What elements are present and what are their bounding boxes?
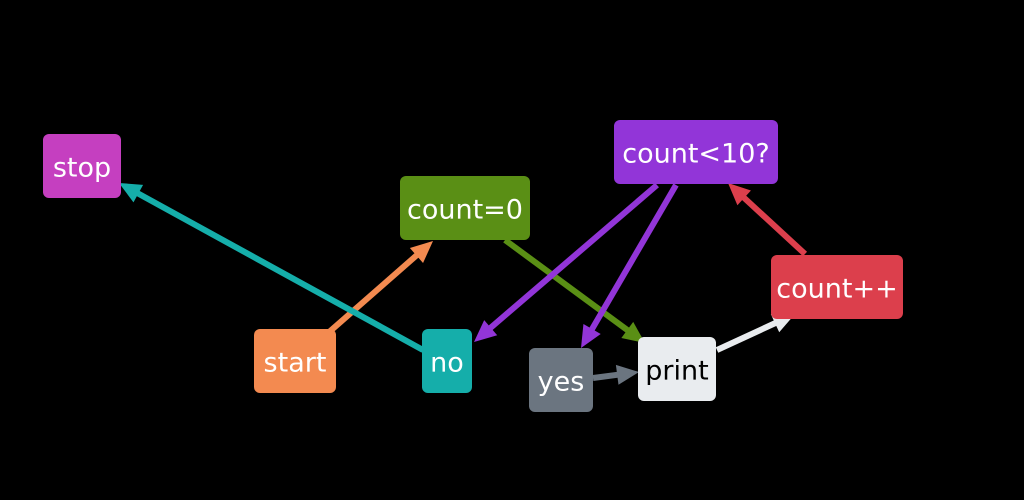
edge-count0-to-print bbox=[503, 237, 645, 343]
node-stop: stop bbox=[43, 134, 121, 198]
node-start: start bbox=[254, 329, 336, 393]
node-countpp: count++ bbox=[771, 255, 903, 319]
node-label: count=0 bbox=[407, 195, 523, 226]
edge-line bbox=[740, 194, 808, 257]
node-label: count<10? bbox=[622, 139, 770, 170]
arrowhead-icon bbox=[119, 183, 144, 203]
edge-countpp-to-countlt10 bbox=[728, 183, 808, 257]
edge-print-to-countpp bbox=[715, 314, 795, 353]
node-label: stop bbox=[53, 153, 111, 184]
arrowhead-icon bbox=[581, 323, 601, 348]
edge-start-to-count0 bbox=[326, 241, 433, 336]
arrowhead-icon bbox=[474, 320, 498, 342]
node-box bbox=[614, 120, 778, 184]
edge-line bbox=[326, 251, 420, 336]
node-label: count++ bbox=[776, 274, 897, 305]
edge-line bbox=[503, 237, 631, 334]
edge-countlt10-to-yes bbox=[581, 183, 679, 348]
node-no: no bbox=[422, 329, 472, 393]
arrowhead-icon bbox=[621, 321, 645, 343]
node-label: no bbox=[430, 348, 464, 379]
node-label: yes bbox=[538, 367, 585, 398]
node-box bbox=[638, 337, 716, 401]
node-box bbox=[43, 134, 121, 198]
edge-no-to-stop bbox=[119, 183, 425, 353]
edge-line bbox=[487, 182, 659, 332]
arrowhead-icon bbox=[409, 241, 433, 264]
node-label: start bbox=[264, 348, 327, 379]
node-box bbox=[529, 348, 593, 412]
nodes-layer: stop count=0 count<10? count++ start no yes pri… bbox=[43, 120, 903, 412]
edges-layer bbox=[119, 182, 808, 385]
node-box bbox=[254, 329, 336, 393]
arrowhead-icon bbox=[728, 183, 751, 206]
edge-line bbox=[715, 319, 779, 353]
node-box bbox=[400, 176, 530, 240]
edge-yes-to-print bbox=[592, 364, 639, 385]
arrowhead-icon bbox=[615, 364, 639, 385]
node-print: print bbox=[638, 337, 716, 401]
edge-countlt10-to-no bbox=[474, 182, 659, 342]
node-countlt10: count<10? bbox=[614, 120, 778, 184]
edge-line bbox=[588, 183, 679, 333]
node-count0: count=0 bbox=[400, 176, 530, 240]
node-label: print bbox=[645, 356, 708, 387]
node-box bbox=[771, 255, 903, 319]
node-box bbox=[422, 329, 472, 393]
edge-line bbox=[592, 371, 620, 381]
edge-line bbox=[135, 190, 425, 353]
node-yes: yes bbox=[529, 348, 593, 412]
